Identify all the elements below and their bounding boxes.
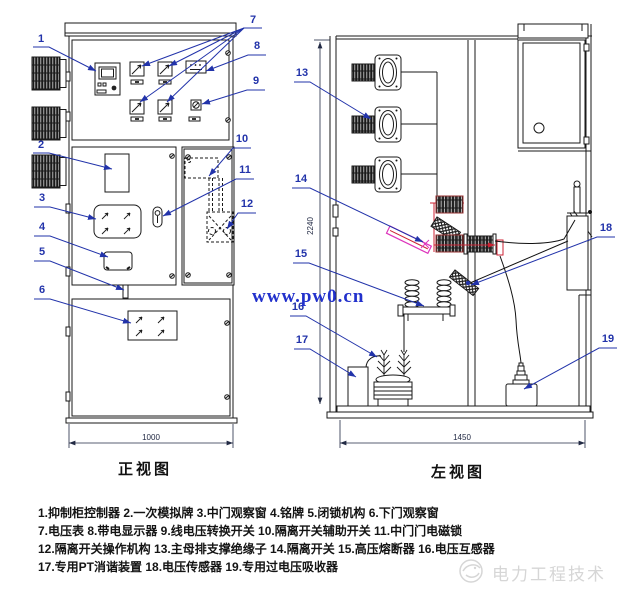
- dimension-lines: [68, 39, 586, 448]
- callout-number-19: 19: [601, 333, 615, 345]
- legend-line-4: 17.专用PT消谐装置 18.电压传感器 19.专用过电压吸收器: [38, 560, 339, 574]
- operating-mechanism-icon: [566, 180, 593, 291]
- legend-line-3: 12.隔离开关操作机构 13.主母排支撑绝缘子 14.隔离开关 15.高压熔断器…: [38, 542, 495, 556]
- callout-number-4: 4: [38, 221, 46, 233]
- door-electromagnetic-lock-icon: [152, 206, 163, 228]
- connection-wires: [365, 219, 576, 369]
- hv-fuse-icon: [397, 279, 456, 321]
- callout-number-5: 5: [38, 246, 46, 258]
- door-knob-icon: [533, 122, 545, 134]
- mimic-board-icon: [104, 153, 130, 193]
- lower-observation-window: [127, 310, 178, 341]
- callout-number-2: 2: [37, 139, 45, 151]
- side-base: [326, 411, 594, 419]
- pt-damping-device-icon: [347, 366, 369, 407]
- hinge-icons: [65, 71, 71, 402]
- brand-watermark: 电力工程技术: [492, 565, 606, 584]
- front-view-label: 正视图: [117, 461, 173, 478]
- overvoltage-absorber-icon: [505, 362, 538, 407]
- cabinet-top-cap: [64, 22, 237, 37]
- callout-number-12: 12: [240, 198, 254, 210]
- callout-number-10: 10: [235, 133, 249, 145]
- callout-number-18: 18: [599, 222, 613, 234]
- nameplate-icon: [103, 251, 133, 271]
- legend-line-1: 1.抑制柜控制器 2.一次模拟牌 3.中门观察窗 4.铭牌 5.闭锁机构 6.下…: [38, 506, 439, 520]
- legend: 1.抑制柜控制器 2.一次模拟牌 3.中门观察窗 4.铭牌 5.闭锁机构 6.下…: [38, 504, 623, 576]
- busbar-bushings-icon: [31, 56, 67, 189]
- dimension-front-width: 1000: [142, 433, 160, 442]
- callout-number-3: 3: [38, 192, 46, 204]
- legend-line-2: 7.电压表 8.带电显示器 9.线电压转换开关 10.隔离开关辅助开关 11.中…: [38, 524, 463, 538]
- side-view-label: 左视图: [430, 464, 486, 481]
- callout-number-17: 17: [295, 334, 309, 346]
- voltmeter-icons: [129, 61, 201, 122]
- interlock-icon: [122, 284, 129, 299]
- callout-number-6: 6: [38, 284, 46, 296]
- callout-number-1: 1: [37, 33, 45, 45]
- dimension-cabinet-height: 2240: [306, 217, 315, 235]
- disconnect-switch-icon: [385, 195, 504, 256]
- site-watermark: www.pw0.cn: [252, 286, 365, 307]
- middle-observation-window: [93, 204, 142, 239]
- callout-number-8: 8: [253, 40, 261, 52]
- bus-support-insulators-icon: [351, 54, 438, 198]
- cabinet-base: [65, 417, 238, 424]
- callout-number-9: 9: [252, 75, 260, 87]
- callout-number-16: 16: [291, 301, 305, 313]
- callout-number-14: 14: [294, 173, 308, 185]
- voltage-selector-switch-icon: [190, 99, 202, 111]
- voltage-sensor-icon: [448, 269, 480, 297]
- callout-number-15: 15: [294, 248, 308, 260]
- callout-number-11: 11: [239, 164, 251, 176]
- controller-icon: [94, 62, 121, 96]
- callout-leader-lines: [33, 27, 617, 390]
- dimension-side-depth: 1450: [453, 433, 471, 442]
- voltage-transformer-icon: [373, 349, 413, 407]
- mechanism-panel: [181, 146, 235, 286]
- callout-number-13: 13: [295, 67, 309, 79]
- side-view-drawing: [326, 23, 594, 419]
- front-view-drawing: [31, 22, 238, 424]
- callout-number-7: 7: [249, 14, 257, 26]
- side-top-door: [517, 23, 590, 149]
- side-floor: [336, 405, 591, 413]
- brand-logo-icon: [459, 559, 483, 583]
